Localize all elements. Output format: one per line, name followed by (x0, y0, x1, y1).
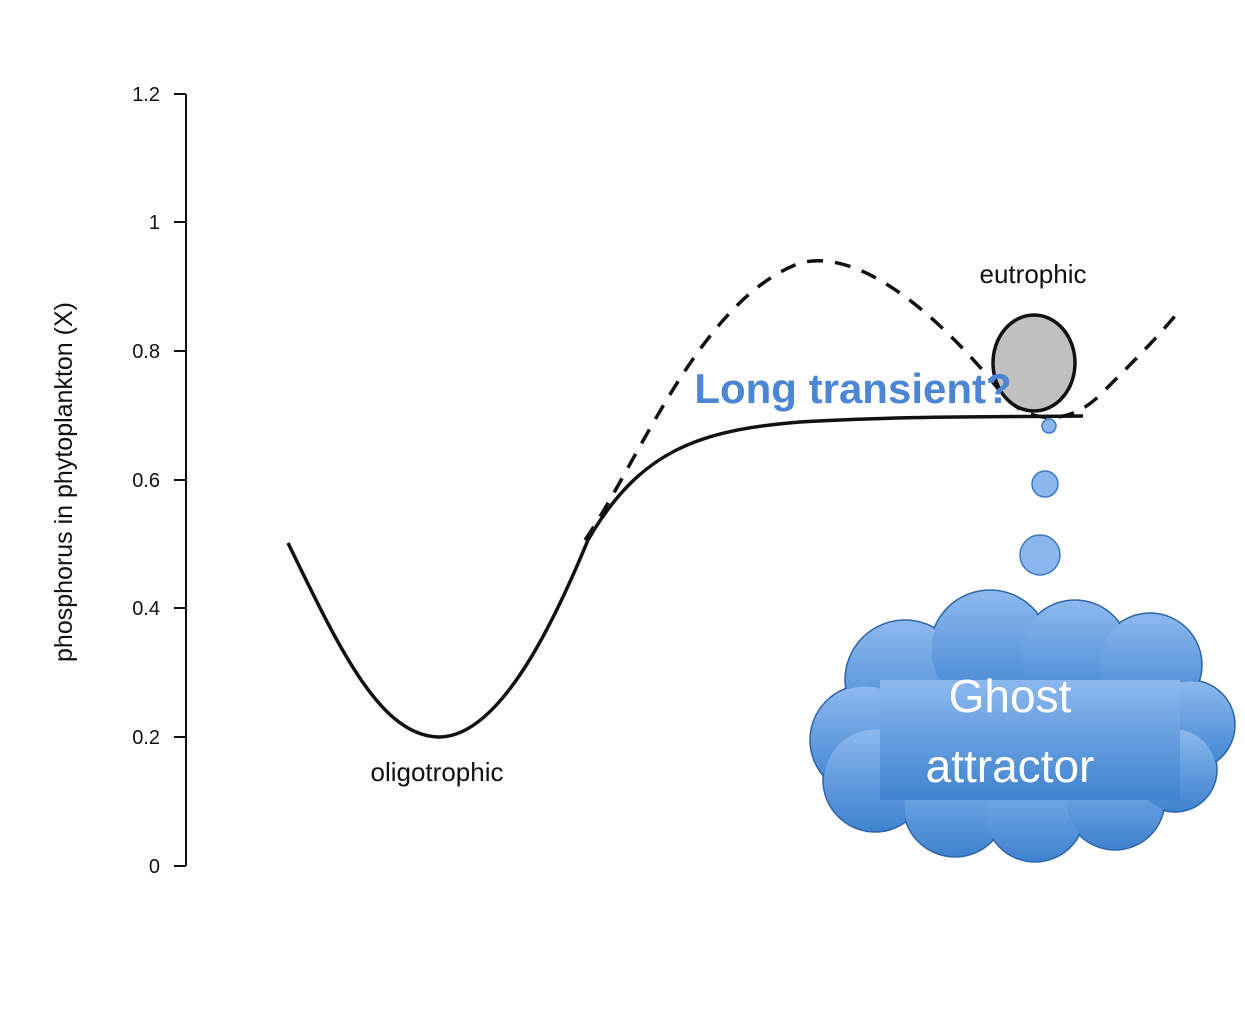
eutrophic-ball (991, 313, 1077, 413)
y-tick-label: 1.2 (132, 84, 160, 106)
y-tick-label: 0.4 (132, 598, 160, 620)
cloud-text-line2: attractor (926, 740, 1095, 792)
solid-landscape-curve (286, 414, 1084, 739)
ghost-attractor-cloud: Ghost attractor (809, 589, 1236, 863)
thought-bubble-large (1019, 534, 1061, 576)
y-tick-label: 0.8 (132, 341, 160, 363)
y-tick-label: 0.6 (132, 470, 160, 492)
y-tick-label: 0.2 (132, 727, 160, 749)
y-axis-ticks (174, 93, 186, 867)
long-transient-label: Long transient? (694, 365, 1011, 412)
thought-bubble-small (1041, 418, 1057, 434)
y-axis-title: phosphorus in phytoplankton (X) (50, 302, 78, 662)
y-tick-label: 1 (149, 212, 160, 234)
dashed-landscape-curve (583, 259, 1177, 541)
thought-bubble-medium (1031, 470, 1059, 498)
y-tick-label: 0 (149, 856, 160, 878)
eutrophic-label: eutrophic (980, 259, 1087, 289)
oligotrophic-label: oligotrophic (371, 757, 504, 787)
cloud-text-line1: Ghost (949, 670, 1072, 722)
